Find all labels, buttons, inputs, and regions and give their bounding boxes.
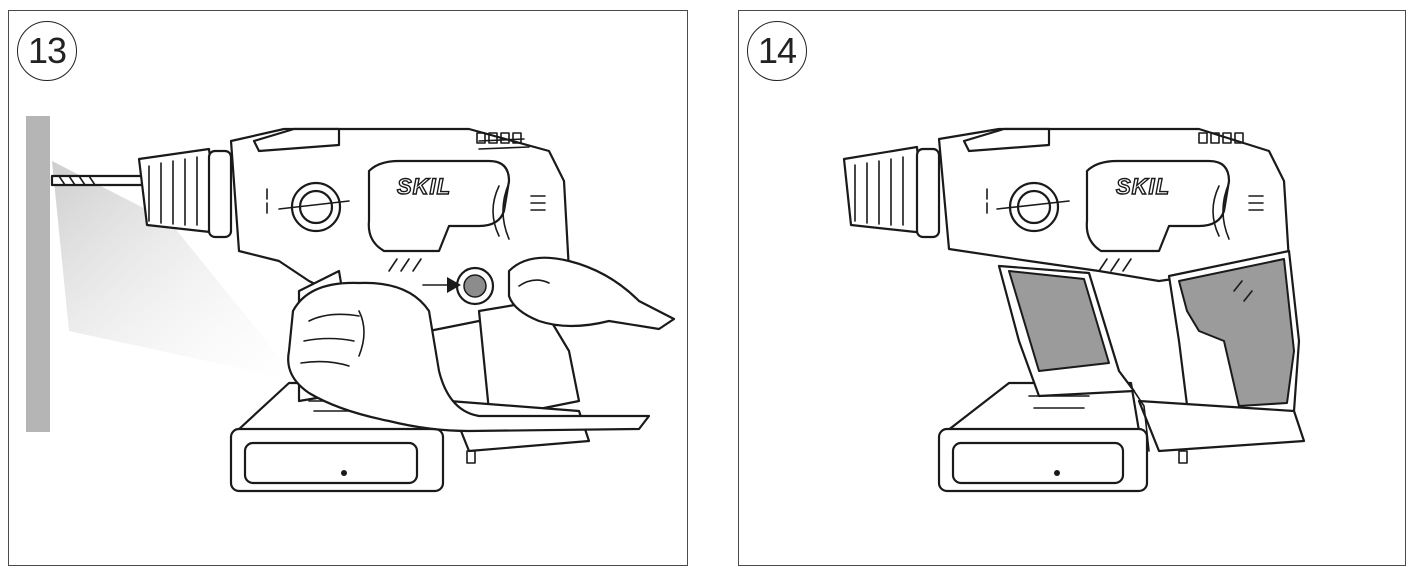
battery-pack bbox=[937, 381, 1149, 493]
wall bbox=[26, 116, 50, 432]
figure-14-panel: 14 bbox=[738, 10, 1406, 566]
front-grip-zone bbox=[1008, 270, 1110, 372]
light-beam bbox=[52, 161, 299, 381]
gripping-hand bbox=[287, 281, 651, 433]
step-number-14: 14 bbox=[747, 21, 807, 81]
drill-bit bbox=[50, 174, 144, 187]
drill-with-hand-illustration: SKIL bbox=[26, 116, 676, 493]
drill-grip-zones-illustration: SKIL bbox=[842, 127, 1306, 493]
step-number-13: 13 bbox=[17, 21, 77, 81]
drill-body: SKIL bbox=[842, 127, 1306, 464]
skil-logo: SKIL bbox=[397, 174, 451, 199]
press-button-detail bbox=[422, 256, 676, 331]
figure-13-panel: 13 bbox=[8, 10, 688, 566]
skil-logo: SKIL bbox=[1116, 174, 1170, 199]
rear-grip-zone bbox=[1178, 258, 1295, 407]
